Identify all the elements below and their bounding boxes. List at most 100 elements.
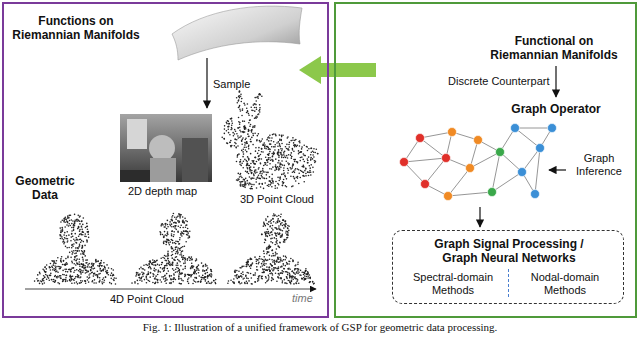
point bbox=[265, 259, 267, 261]
point bbox=[76, 247, 78, 249]
point bbox=[292, 163, 294, 165]
point bbox=[173, 274, 175, 276]
point bbox=[256, 269, 258, 271]
point bbox=[79, 271, 81, 273]
point bbox=[260, 186, 262, 188]
point bbox=[115, 277, 117, 279]
point bbox=[167, 268, 169, 270]
point bbox=[162, 257, 164, 259]
point bbox=[184, 276, 186, 278]
point bbox=[303, 274, 305, 276]
point bbox=[112, 269, 114, 271]
point bbox=[82, 267, 84, 269]
point bbox=[272, 253, 274, 255]
point bbox=[79, 245, 81, 247]
point bbox=[230, 145, 232, 147]
point bbox=[97, 261, 99, 263]
point bbox=[245, 143, 247, 145]
point bbox=[79, 282, 81, 284]
point bbox=[91, 263, 93, 265]
point bbox=[99, 277, 101, 279]
point bbox=[313, 156, 315, 158]
point bbox=[280, 140, 282, 142]
point bbox=[277, 273, 279, 275]
point bbox=[246, 163, 248, 165]
point bbox=[270, 232, 272, 234]
point bbox=[60, 277, 62, 279]
point bbox=[200, 281, 202, 283]
point bbox=[62, 230, 64, 232]
point bbox=[74, 219, 76, 221]
point bbox=[71, 278, 73, 280]
point bbox=[204, 270, 206, 272]
point bbox=[276, 142, 278, 144]
point bbox=[50, 263, 52, 265]
point bbox=[269, 163, 271, 165]
point bbox=[80, 276, 82, 278]
point bbox=[149, 260, 151, 262]
point bbox=[74, 240, 76, 242]
point bbox=[280, 152, 282, 154]
point bbox=[95, 274, 97, 276]
point bbox=[149, 260, 151, 262]
point bbox=[285, 157, 287, 159]
point bbox=[65, 279, 67, 281]
point bbox=[303, 175, 305, 177]
point bbox=[79, 243, 81, 245]
point bbox=[161, 262, 163, 264]
point bbox=[82, 260, 84, 262]
point bbox=[243, 180, 245, 182]
point bbox=[277, 162, 279, 164]
point bbox=[246, 266, 248, 268]
point bbox=[213, 280, 215, 282]
point bbox=[206, 265, 208, 267]
point bbox=[175, 248, 177, 250]
point bbox=[171, 278, 173, 280]
point bbox=[70, 276, 72, 278]
point bbox=[175, 253, 177, 255]
point bbox=[80, 280, 82, 282]
point bbox=[307, 277, 309, 279]
point bbox=[273, 154, 275, 156]
point bbox=[231, 125, 233, 127]
point bbox=[293, 171, 295, 173]
point bbox=[314, 160, 316, 162]
point bbox=[76, 281, 78, 283]
point bbox=[195, 277, 197, 279]
point bbox=[266, 160, 268, 162]
point bbox=[100, 260, 102, 262]
point bbox=[172, 220, 174, 222]
point bbox=[147, 274, 149, 276]
point bbox=[302, 171, 304, 173]
point bbox=[167, 251, 169, 253]
point bbox=[69, 274, 71, 276]
point bbox=[43, 275, 45, 277]
point bbox=[60, 278, 62, 280]
point bbox=[189, 230, 191, 232]
point bbox=[275, 158, 277, 160]
point bbox=[248, 135, 250, 137]
point bbox=[291, 157, 293, 159]
point bbox=[84, 233, 86, 235]
point bbox=[239, 122, 241, 124]
point bbox=[300, 157, 302, 159]
point bbox=[241, 150, 243, 152]
point bbox=[234, 139, 236, 141]
point bbox=[273, 153, 275, 155]
point bbox=[286, 276, 288, 278]
point bbox=[180, 283, 182, 285]
point bbox=[68, 223, 70, 225]
point bbox=[162, 268, 164, 270]
point bbox=[166, 263, 168, 265]
point bbox=[229, 123, 231, 125]
point bbox=[266, 260, 268, 262]
point bbox=[309, 282, 311, 284]
point bbox=[81, 266, 83, 268]
point bbox=[304, 161, 306, 163]
point bbox=[148, 264, 150, 266]
point bbox=[178, 278, 180, 280]
point bbox=[67, 280, 69, 282]
point bbox=[250, 124, 252, 126]
point bbox=[73, 272, 75, 274]
point bbox=[139, 279, 141, 281]
